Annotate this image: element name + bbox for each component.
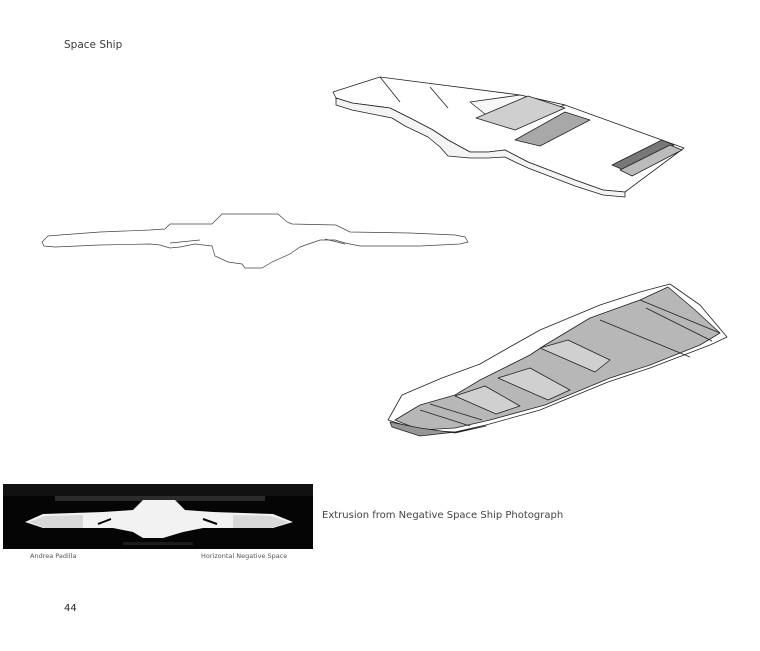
page-number: 44: [64, 603, 77, 614]
figure-caption: Extrusion from Negative Space Ship Photo…: [322, 510, 564, 521]
photo-title-label: Horizontal Negative Space: [201, 552, 288, 560]
photo-author-label: Andrea Padilla: [30, 552, 77, 560]
photo-image: [3, 484, 313, 549]
negative-space-photograph: [3, 484, 313, 549]
page-title: Space Ship: [64, 39, 123, 51]
